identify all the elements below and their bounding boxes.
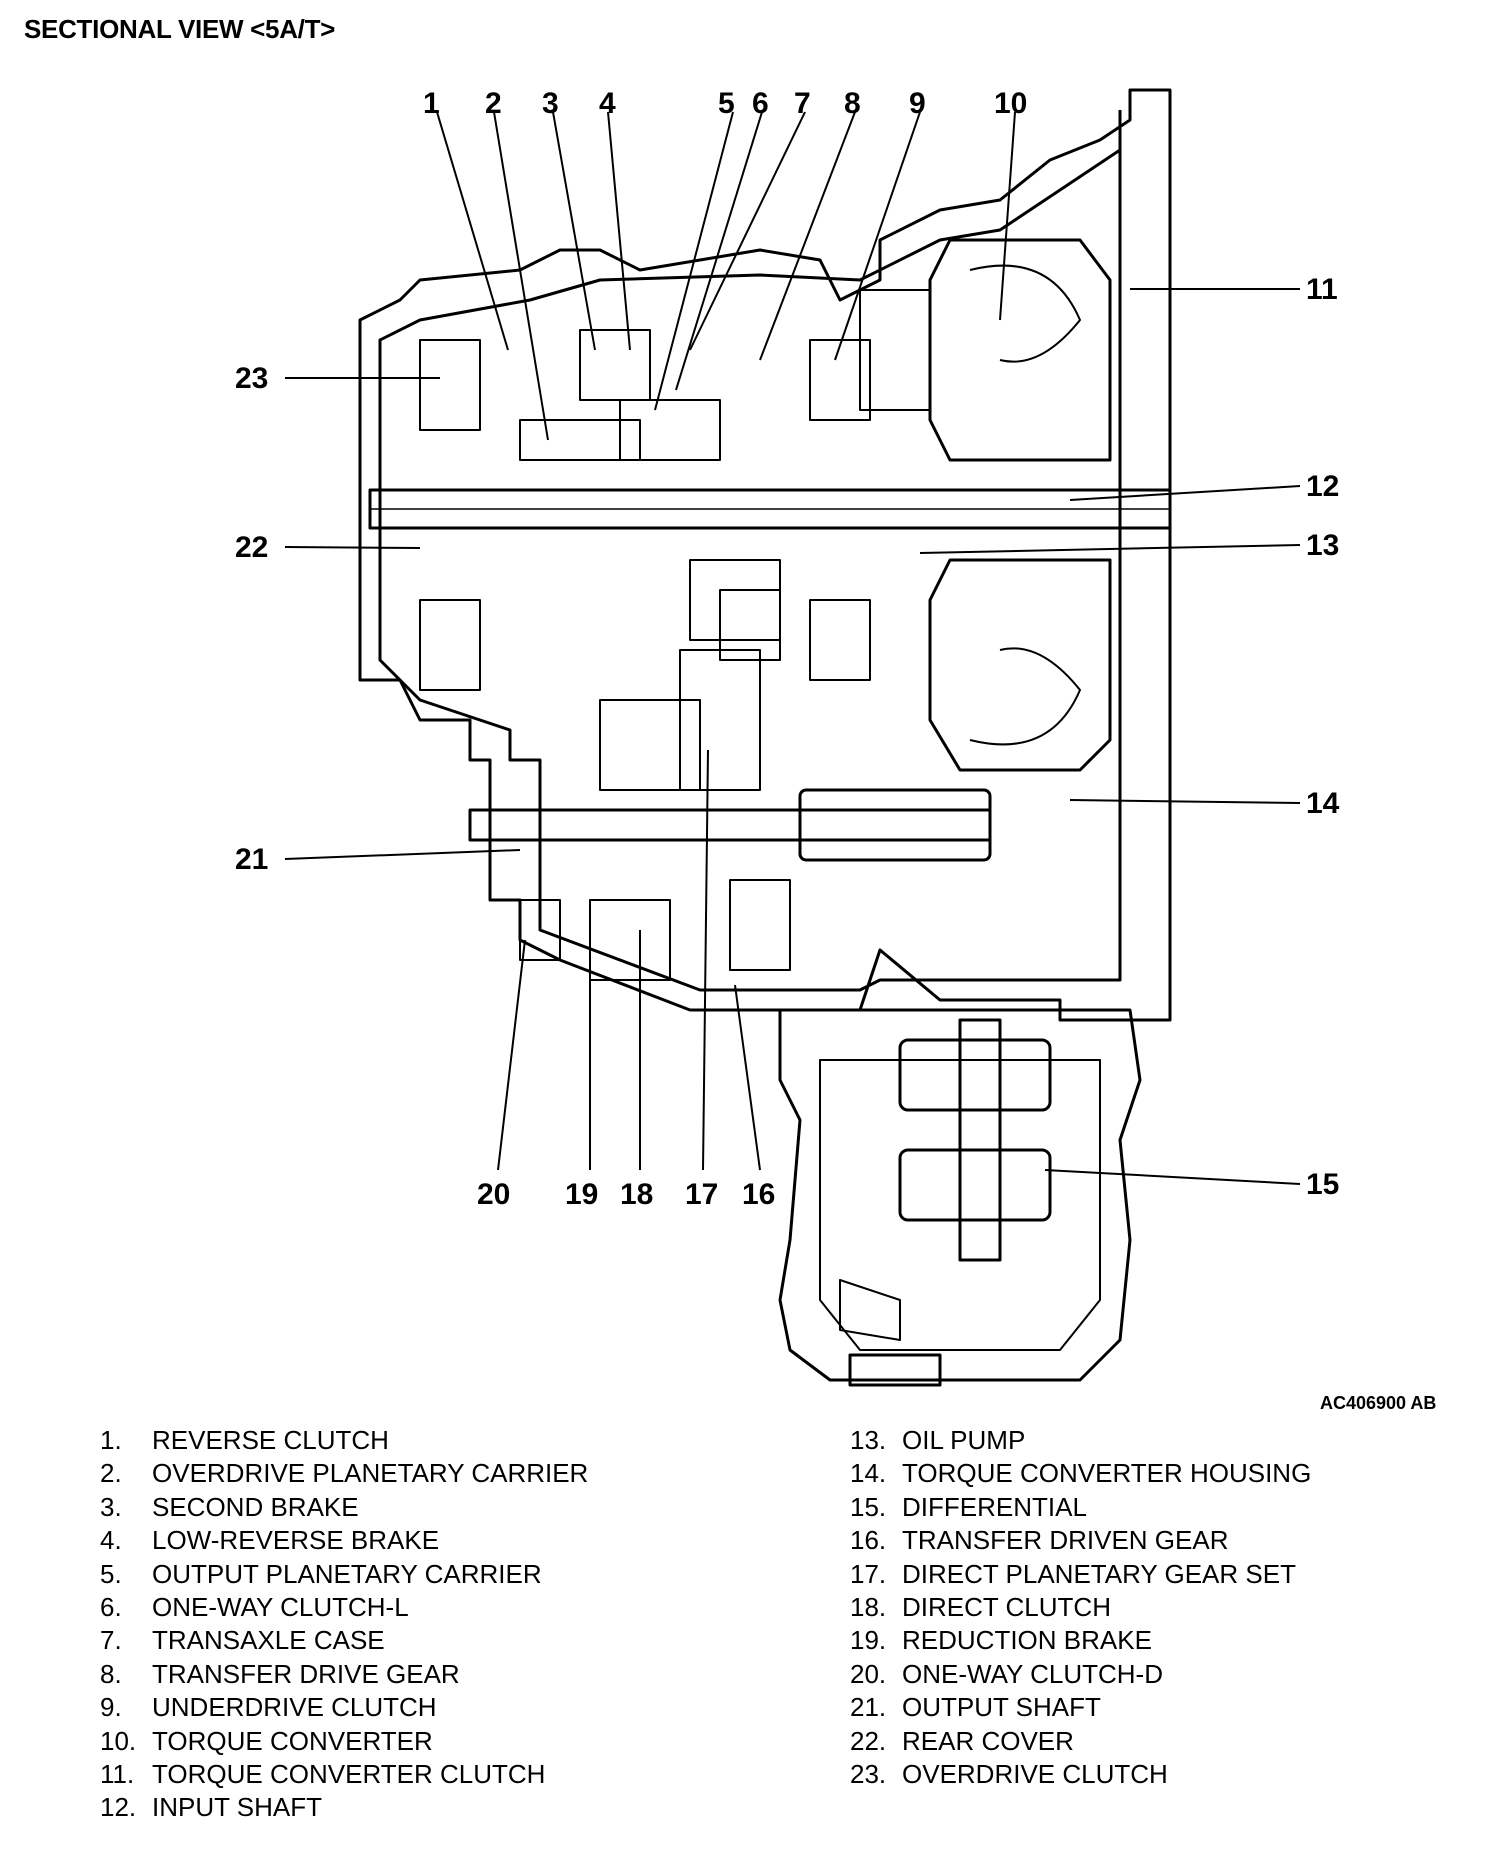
differential-mount bbox=[839, 1279, 901, 1341]
legend-item: 16.TRANSFER DRIVEN GEAR bbox=[850, 1525, 1229, 1556]
legend-right-column: 13.OIL PUMP 14.TORQUE CONVERTER HOUSING … bbox=[850, 1424, 1311, 1791]
case-inner bbox=[378, 110, 1122, 992]
legend-item: 19.REDUCTION BRAKE bbox=[850, 1625, 1152, 1656]
legend-item: 22.REAR COVER bbox=[850, 1725, 1074, 1756]
differential-gear-top bbox=[898, 1038, 1052, 1112]
torque-converter bbox=[928, 238, 1112, 462]
drain-bolt bbox=[848, 1353, 942, 1387]
legend-item: 17.DIRECT PLANETARY GEAR SET bbox=[850, 1558, 1296, 1589]
callout-9: 9 bbox=[909, 87, 926, 120]
callout-17: 17 bbox=[685, 1178, 718, 1211]
legend-item: 9.UNDERDRIVE CLUTCH bbox=[100, 1692, 437, 1723]
legend-item: 11.TORQUE CONVERTER CLUTCH bbox=[100, 1758, 546, 1789]
callout-3: 3 bbox=[542, 87, 559, 120]
callout-14: 14 bbox=[1306, 787, 1340, 820]
callout-10: 10 bbox=[994, 87, 1027, 120]
legend-item: 15.DIFFERENTIAL bbox=[850, 1491, 1087, 1522]
legend-item: 10.TORQUE CONVERTER bbox=[100, 1725, 433, 1756]
callout-8: 8 bbox=[844, 87, 861, 120]
leader-lines bbox=[284, 111, 1301, 1185]
callout-21: 21 bbox=[235, 843, 268, 876]
callout-labels: 1 2 3 4 5 6 7 8 9 10 11 12 13 14 15 16 1… bbox=[235, 87, 1340, 1211]
callout-2: 2 bbox=[485, 87, 502, 120]
legend-item: 21.OUTPUT SHAFT bbox=[850, 1692, 1101, 1723]
callout-20: 20 bbox=[477, 1178, 510, 1211]
differential-gear-bottom bbox=[898, 1148, 1052, 1222]
legend-item: 1.REVERSE CLUTCH bbox=[100, 1425, 389, 1455]
legend-item: 20.ONE-WAY CLUTCH-D bbox=[850, 1658, 1163, 1689]
callout-18: 18 bbox=[620, 1178, 653, 1211]
differential-pin bbox=[958, 1018, 1002, 1262]
legend-item: 23.OVERDRIVE CLUTCH bbox=[850, 1758, 1168, 1789]
callout-19: 19 bbox=[565, 1178, 598, 1211]
callout-6: 6 bbox=[752, 87, 769, 120]
legend-item: 14.TORQUE CONVERTER HOUSING bbox=[850, 1458, 1312, 1489]
output-shaft-hub bbox=[798, 788, 992, 862]
legend-item: 18.DIRECT CLUTCH bbox=[850, 1591, 1111, 1622]
clutch-packs bbox=[419, 329, 871, 981]
gear-sets bbox=[519, 289, 931, 971]
transaxle-drawing bbox=[358, 88, 1172, 1387]
differential-housing bbox=[778, 1008, 1142, 1382]
differential-inner bbox=[819, 1059, 1101, 1351]
legend-item: 5.OUTPUT PLANETARY CARRIER bbox=[100, 1558, 542, 1589]
legend-item: 4.LOW-REVERSE BRAKE bbox=[100, 1525, 440, 1556]
callout-13: 13 bbox=[1306, 529, 1339, 562]
legend-item: 12.INPUT SHAFT bbox=[100, 1792, 322, 1823]
case-outline bbox=[358, 88, 1172, 1022]
callout-7: 7 bbox=[794, 87, 811, 120]
torque-converter-lower bbox=[928, 558, 1112, 772]
figure-id: AC406900 AB bbox=[1320, 1393, 1437, 1413]
callout-4: 4 bbox=[599, 87, 616, 120]
legend-item: 8.TRANSFER DRIVE GEAR bbox=[100, 1658, 460, 1689]
legend-item: 2.OVERDRIVE PLANETARY CARRIER bbox=[100, 1458, 589, 1489]
callout-1: 1 bbox=[423, 87, 440, 120]
callout-11: 11 bbox=[1306, 273, 1338, 306]
legend-item: 13.OIL PUMP bbox=[850, 1425, 1026, 1455]
page-title: SECTIONAL VIEW <5A/T> bbox=[24, 14, 336, 44]
callout-16: 16 bbox=[742, 1178, 775, 1211]
legend-item: 7.TRANSAXLE CASE bbox=[100, 1625, 385, 1656]
legend-item: 6.ONE-WAY CLUTCH-L bbox=[100, 1591, 409, 1622]
callout-5: 5 bbox=[718, 87, 735, 120]
callout-23: 23 bbox=[235, 362, 268, 395]
callout-12: 12 bbox=[1306, 470, 1339, 503]
legend-item: 3.SECOND BRAKE bbox=[100, 1491, 359, 1522]
callout-15: 15 bbox=[1306, 1168, 1339, 1201]
legend-left-column: 1.REVERSE CLUTCH 2.OVERDRIVE PLANETARY C… bbox=[100, 1424, 588, 1825]
callout-22: 22 bbox=[235, 531, 268, 564]
transaxle-sectional-diagram: 1 2 3 4 5 6 7 8 9 10 11 12 13 14 15 16 1… bbox=[235, 87, 1340, 1387]
output-shaft bbox=[468, 808, 992, 842]
